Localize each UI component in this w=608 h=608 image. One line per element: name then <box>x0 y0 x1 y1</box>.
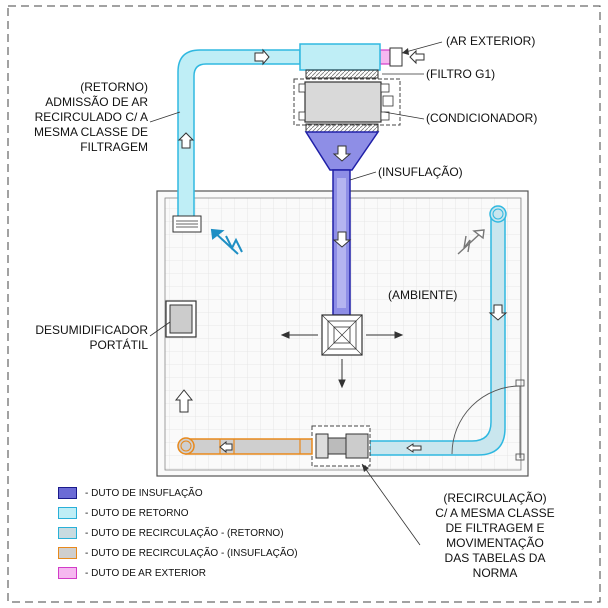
legend-item-insuflacao: - DUTO DE INSUFLAÇÃO <box>58 486 203 500</box>
legend-label: - DUTO DE RETORNO <box>85 507 189 519</box>
recirc-supply-duct <box>177 437 313 455</box>
label-condicionador: (CONDICIONADOR) <box>426 111 538 125</box>
legend-item-ar-exterior: - DUTO DE AR EXTERIOR <box>58 566 206 580</box>
desumidificador-line: DESUMIDIFICADOR <box>35 323 148 337</box>
recirculacao-line: (RECIRCULAÇÃO) <box>443 491 547 505</box>
legend-label: - DUTO DE AR EXTERIOR <box>85 567 206 579</box>
leader-lines <box>149 41 443 546</box>
label-filtro: (FILTRO G1) <box>426 67 496 81</box>
retorno-line: FILTRAGEM <box>80 140 148 154</box>
label-insuflacao: (INSUFLAÇÃO) <box>378 165 463 179</box>
legend-swatch <box>58 567 77 579</box>
filter-g1 <box>305 69 379 79</box>
label-ambiente: (AMBIENTE) <box>388 288 458 302</box>
flow-arrows <box>174 48 508 454</box>
legend-label: - DUTO DE RECIRCULAÇÃO - (RETORNO) <box>85 527 284 539</box>
legend-item-retorno: - DUTO DE RETORNO <box>58 506 189 520</box>
legend-swatch <box>58 487 77 499</box>
door <box>451 379 525 461</box>
return-plenum <box>299 43 381 71</box>
legend-swatch <box>58 507 77 519</box>
retorno-line: (RETORNO) <box>80 80 148 94</box>
recirc-fan-unit <box>311 425 371 467</box>
legend-swatch <box>58 527 77 539</box>
return-duct <box>172 49 301 233</box>
legend-item-recirc-insuflacao: - DUTO DE RECIRCULAÇÃO - (INSUFLAÇÃO) <box>58 546 298 560</box>
recirculacao-line: C/ A MESMA CLASSE <box>435 506 555 520</box>
dehumidifier <box>165 300 197 338</box>
recirculacao-line: DE FILTRAGEM E <box>445 521 545 535</box>
legend-item-recirc-retorno: - DUTO DE RECIRCULAÇÃO - (RETORNO) <box>58 526 284 540</box>
legend-label: - DUTO DE RECIRCULAÇÃO - (INSUFLAÇÃO) <box>85 547 298 559</box>
ceiling-diffuser <box>321 314 363 356</box>
recirculacao-line: MOVIMENTAÇÃO <box>446 536 544 550</box>
outside-air-duct <box>379 49 391 65</box>
label-desumidificador: DESUMIDIFICADOR PORTÁTIL <box>14 323 148 353</box>
recirculacao-line: DAS TABELAS DA <box>444 551 546 565</box>
desumidificador-line: PORTÁTIL <box>89 338 148 352</box>
retorno-line: MESMA CLASSE DE <box>33 125 148 139</box>
page-border <box>7 5 601 603</box>
retorno-line: ADMISSÃO DE AR <box>45 95 148 109</box>
label-ar-exterior: (AR EXTERIOR) <box>446 34 536 48</box>
legend-swatch <box>58 547 77 559</box>
leader-arrowheads <box>362 48 409 472</box>
label-recirculacao: (RECIRCULAÇÃO) C/ A MESMA CLASSE DE FILT… <box>420 491 570 581</box>
recirculacao-line: NORMA <box>472 566 518 580</box>
retorno-line: RECIRCULADO C/ A <box>34 110 148 124</box>
legend-label: - DUTO DE INSUFLAÇÃO <box>85 487 203 499</box>
airflow-sensor-right <box>457 229 485 255</box>
outside-air-grille <box>389 47 403 67</box>
label-retorno: (RETORNO) ADMISSÃO DE AR RECIRCULADO C/ … <box>20 80 148 155</box>
conditioner-unit <box>293 78 401 126</box>
airflow-sensor-left <box>210 228 243 255</box>
air-throw-arrows <box>280 331 404 389</box>
